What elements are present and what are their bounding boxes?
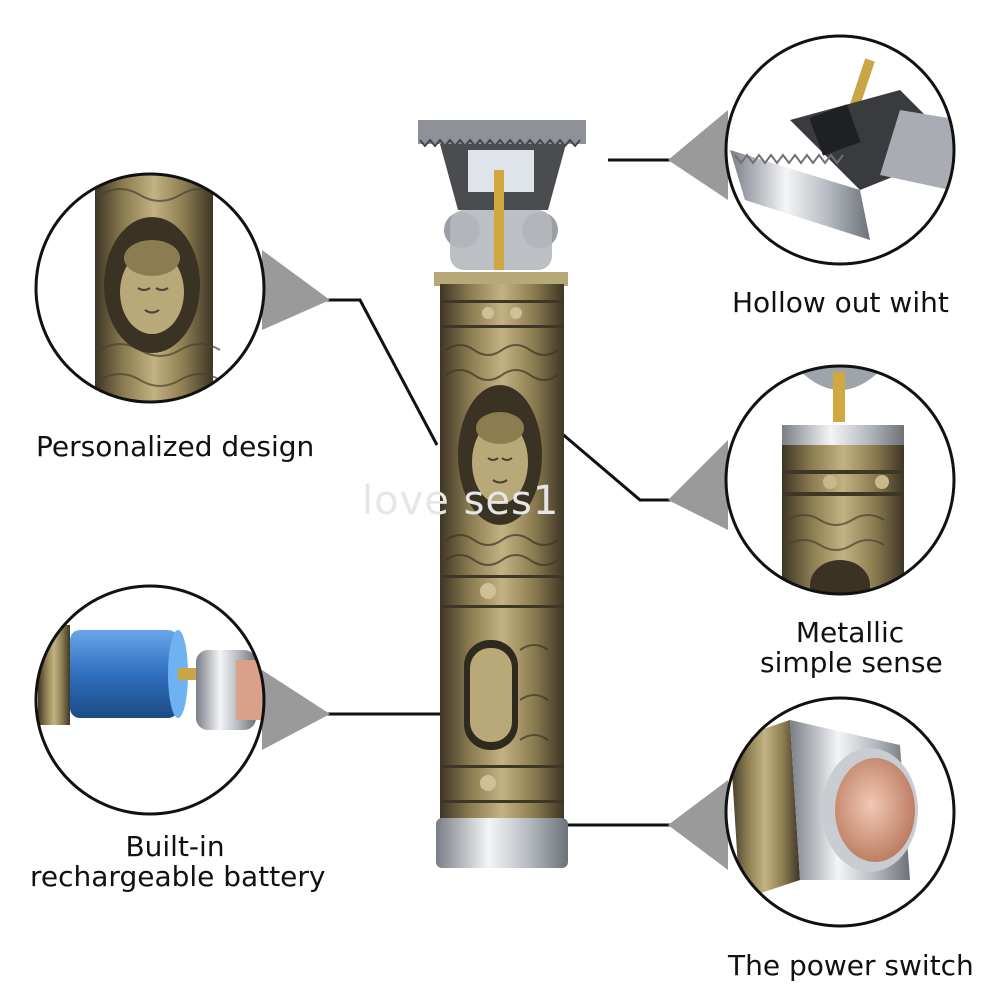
callout-metallic [724,364,956,596]
callout-wedges [262,110,728,870]
trimmer-blade-icon [730,90,954,240]
caption-battery-line2: rechargeable battery [30,860,326,893]
callout-design [34,172,266,404]
watermark: love ses1 [362,478,560,524]
main-trimmer [418,120,586,868]
power-button-icon [822,748,918,872]
buddha-engraving-icon [472,412,528,504]
caption-battery-line1: Built-in [125,830,225,863]
trimmer-body [434,272,568,820]
caption-power-switch: The power switch [728,949,974,982]
callout-hollow [724,34,956,266]
callout-battery [34,584,266,816]
caption-metallic: Metallic simple sense [760,616,943,679]
line-design [322,298,439,446]
callout-power [724,696,956,928]
trimmer-head [418,120,586,270]
caption-metallic-line1: Metallic [795,616,905,649]
caption-metallic-line2: simple sense [760,646,943,679]
line-metal [559,430,676,502]
cloud-pattern-icon [445,344,559,741]
caption-hollow-out: Hollow out wiht [732,286,949,319]
callout-lines [322,158,676,827]
caption-personalized-design: Personalized design [36,430,315,463]
buddha-engraving-icon [120,240,184,334]
trimmer-base [436,818,568,868]
caption-battery: Built-in rechargeable battery [30,830,326,893]
battery-icon [70,630,196,718]
